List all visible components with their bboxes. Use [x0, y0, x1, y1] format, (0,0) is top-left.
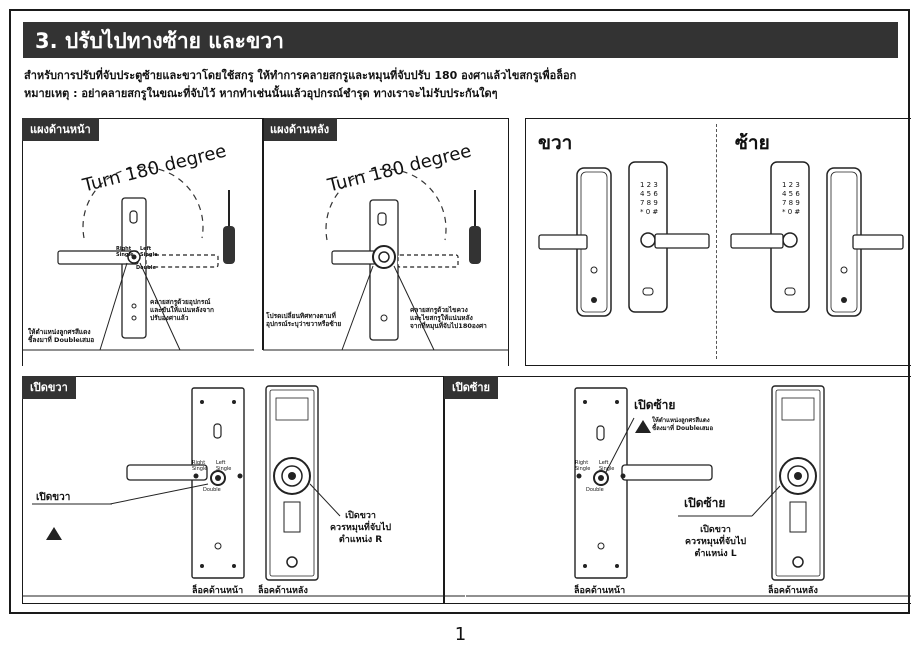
- right-back-handle: [538, 234, 588, 250]
- open-right-keyhole-icon: [213, 423, 222, 439]
- open-left-warning-icon: [635, 420, 651, 433]
- open-right-screw-icon: [214, 542, 222, 550]
- open-left-rotate-pointer: [751, 485, 781, 517]
- open-left-label-mid: เปิดซ้าย: [684, 496, 726, 510]
- open-right-pointer: [109, 483, 209, 505]
- right-back-keyhole-icon: [590, 266, 598, 274]
- back-handle-left: [331, 250, 377, 265]
- front-note-left: ให้ตำแหน่งลูกศรสีแดง ชี้ลงมาที่ Doubleเส…: [28, 328, 95, 344]
- front-double-label: Double: [136, 265, 156, 271]
- right-keypad: 1 2 3 4 5 6 7 8 9 * 0 #: [640, 181, 659, 216]
- open-left-right-single: Right Single: [575, 460, 591, 472]
- intro-line-2: หมายเหตุ : อย่าคลายสกรูในขณะที่จับไว้ หา…: [24, 87, 498, 100]
- direction-illustration: [538, 161, 904, 317]
- direction-divider: [716, 124, 717, 359]
- open-left-double: Double: [586, 487, 604, 493]
- open-right-rotate-pointer: [309, 483, 341, 517]
- back-handle-right-dashed: [397, 254, 459, 268]
- back-screw-icon: [380, 314, 388, 322]
- open-right-right-single: Right Single: [192, 460, 208, 472]
- back-note-right: คลายสกรูด้วยไขควง และไขสกรูให้แน่นหลัง จ…: [410, 306, 487, 330]
- front-keyhole-icon: [129, 210, 138, 224]
- front-screw-icon: [131, 315, 137, 321]
- open-left-caption-back: ล็อคด้านหลัง: [768, 586, 818, 596]
- front-screw-icon: [131, 303, 137, 309]
- open-left-caption-front: ล็อคด้านหน้า: [574, 586, 626, 596]
- front-rotation-arc: [82, 166, 204, 239]
- right-front-knob: [640, 232, 656, 248]
- open-right-caption-back: ล็อคด้านหลัง: [258, 586, 308, 596]
- open-left-label-top: เปิดซ้าย: [634, 398, 676, 412]
- right-front-handle: [654, 233, 710, 249]
- open-left-keyhole-icon: [596, 425, 605, 441]
- back-rotation-arc: [325, 168, 447, 241]
- left-direction-label: ซ้าย: [735, 132, 770, 154]
- panel-divider: [262, 118, 264, 350]
- back-knob-inner: [378, 251, 390, 263]
- front-knob-center: [131, 254, 137, 260]
- open-left-left-single: Left Single: [599, 460, 615, 472]
- screwdriver-shaft-icon: [474, 190, 476, 226]
- front-pointer-line: [99, 262, 128, 351]
- direction-panel: [525, 118, 911, 366]
- back-rotation-knob: [372, 245, 396, 269]
- open-left-pointer: [605, 417, 635, 473]
- open-right-warning-icon: [46, 527, 62, 540]
- open-right-label: เปิดขวา: [36, 492, 71, 503]
- open-right-handle: [126, 464, 208, 481]
- open-illustration: [22, 385, 911, 597]
- open-right-left-single: Left Single: [216, 460, 232, 472]
- open-left-rotate-note: เปิดขวา ควรหมุนที่จับไป ตำแหน่ง L: [685, 525, 747, 559]
- back-lock-plate: [369, 199, 399, 341]
- page-frame: [9, 9, 910, 614]
- open-right-rotate-note: เปิดขวา ควรหมุนที่จับไป ตำแหน่ง R: [330, 511, 392, 545]
- screwdriver-shaft-icon: [228, 190, 230, 226]
- open-panel-divider: [443, 376, 445, 604]
- back-keyhole-icon: [377, 212, 387, 226]
- front-note-right: คลายสกรูด้วยอุปกรณ์ และขันให้แน่นหลังจาก…: [150, 298, 214, 322]
- rotate-illustration: [22, 166, 509, 351]
- left-front-knob: [782, 232, 798, 248]
- front-pointer-line: [139, 262, 181, 351]
- screwdriver-handle-icon: [469, 226, 481, 264]
- left-back-screw-icon: [841, 297, 847, 303]
- front-handle-right-dashed: [145, 254, 219, 268]
- front-panel-tag: แผงด้านหน้า: [22, 118, 99, 141]
- left-back-keyhole-icon: [840, 266, 848, 274]
- back-note-left: โปรดเปลี่ยนทิศทางตามที่ อุปกรณ์ระบุว่าขว…: [266, 312, 342, 328]
- left-keypad: 1 2 3 4 5 6 7 8 9 * 0 #: [782, 181, 801, 216]
- left-front-handle: [730, 233, 784, 249]
- screwdriver-handle-icon: [223, 226, 235, 264]
- front-lock-plate: [121, 197, 147, 339]
- open-right-tag: เปิดขวา: [22, 376, 76, 399]
- back-pointer-line: [341, 265, 374, 351]
- right-front-fingerprint-icon: [642, 287, 654, 296]
- open-right-caption-front: ล็อคด้านหน้า: [192, 586, 244, 596]
- left-back-handle: [852, 234, 904, 250]
- open-left-warn-note: ให้ตำแหน่งลูกศรสีแดง ชี้ลงมาที่ Doubleเส…: [652, 417, 714, 432]
- left-front-fingerprint-icon: [784, 287, 796, 296]
- open-left-handle: [621, 464, 713, 481]
- open-right-double: Double: [203, 487, 221, 493]
- section-title: 3. ปรับไปทางซ้าย และขวา: [35, 29, 284, 53]
- right-direction-label: ขวา: [538, 132, 573, 154]
- back-pointer-line: [393, 265, 435, 351]
- right-back-screw-icon: [591, 297, 597, 303]
- open-left-tag: เปิดซ้าย: [444, 376, 498, 399]
- page-number: 1: [454, 624, 467, 645]
- intro-line-1: สำหรับการปรับที่จับประตูซ้ายและขวาโดยใช้…: [24, 69, 577, 82]
- front-right-single-label: Right Single: [116, 246, 134, 258]
- section-title-bar: 3. ปรับไปทางซ้าย และขวา: [23, 22, 898, 58]
- back-panel-tag: แผงด้านหลัง: [262, 118, 338, 141]
- front-left-single-label: Left Single: [140, 246, 158, 258]
